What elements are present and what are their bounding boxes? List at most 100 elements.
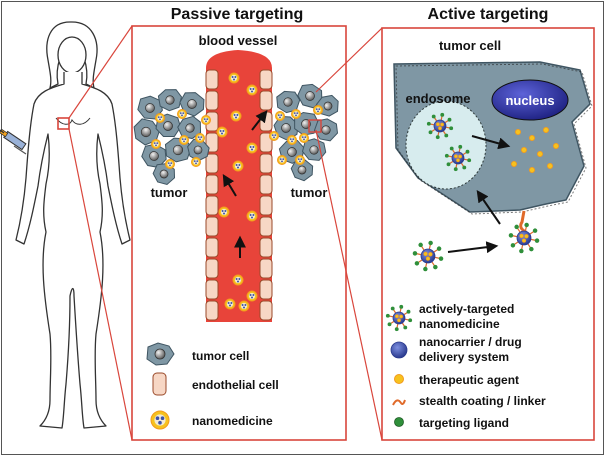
legend-nanomedicine-icon: [150, 410, 170, 430]
nucleus: [491, 79, 569, 121]
active-targeting-heading: Active targeting: [428, 6, 549, 23]
nanomedicine-icon: [228, 72, 240, 84]
nanomedicine-icon: [191, 157, 201, 167]
tumor-cell-icon: [177, 115, 202, 140]
nanomedicine-icon: [291, 109, 301, 119]
nanomedicine-icon: [165, 159, 175, 169]
nanomedicine-icon: [150, 410, 170, 430]
nanomedicine-icon: [155, 113, 165, 123]
circulating-nanomedicines: [216, 72, 258, 312]
legend-stealth: stealth coating / linker: [419, 394, 546, 408]
tumor-cell-icon: [187, 138, 210, 162]
tumor-label-left: tumor: [151, 185, 188, 200]
endosome-nanomedicine: [426, 112, 454, 140]
tumor-cell-icon: [133, 118, 160, 146]
endothelial-cell: [259, 279, 273, 300]
endothelial-cell: [205, 90, 219, 111]
free-nanomedicine: [412, 240, 444, 272]
tumor-cell-icon: [179, 92, 205, 117]
endothelial-cell: [205, 153, 219, 174]
tumor-label-right: tumor: [291, 185, 328, 200]
endothelial-cell: [205, 174, 219, 195]
endothelial-cell: [259, 216, 273, 237]
legend-nanocarrier-line1: nanocarrier / drug: [419, 335, 522, 349]
human-figure: [0, 21, 131, 429]
tumor-cell-icon: [294, 111, 320, 136]
extravasation-arrow-right: [251, 110, 268, 131]
endothelial-cell: [259, 111, 273, 132]
therapeutic-agent: [521, 146, 528, 153]
internalized-nanomedicines: [426, 112, 472, 172]
nanomedicine-icon: [216, 126, 228, 138]
endothelial-cell: [205, 237, 219, 258]
binding-arrow: [447, 241, 499, 254]
nanomedicine-icon: [246, 142, 258, 154]
tumor-cluster-right: [269, 83, 339, 182]
legend-tumor-cell-icon: [146, 342, 175, 366]
legend-endothelial-cell-icon: [152, 372, 167, 396]
endothelial-cell: [259, 195, 273, 216]
legend-therapeutic: therapeutic agent: [419, 373, 519, 387]
nanomedicine-icon: [232, 274, 244, 286]
endothelial-cell: [205, 69, 219, 90]
nanomedicine-icon: [313, 105, 323, 115]
endothelial-cell: [259, 90, 273, 111]
legend-tumor-cell: tumor cell: [192, 349, 249, 363]
endosome-label: endosome: [405, 91, 470, 106]
endothelial-cell: [205, 195, 219, 216]
tumor-cell-icon: [290, 159, 314, 182]
internalization-arrow: [476, 190, 501, 225]
therapeutic-agent: [537, 150, 544, 157]
therapeutic-agent: [529, 134, 536, 141]
legend-actively-targeted-line1: actively-targeted: [419, 302, 514, 316]
endothelial-cell: [259, 174, 273, 195]
tumor-cell-icon: [276, 90, 301, 114]
nanomedicine-icon: [195, 133, 205, 143]
legend-nanocarrier-line2: delivery system: [419, 350, 509, 364]
tumor-cell-label: tumor cell: [439, 38, 501, 53]
nanomedicine-icon: [299, 133, 309, 143]
nanomedicine-icon: [179, 135, 189, 145]
legend-endothelial-cell: endothelial cell: [192, 378, 279, 392]
passive-targeting-heading: Passive targeting: [171, 6, 304, 23]
passive-legend: tumor cell endothelial cell nanomedicine: [146, 342, 279, 430]
nanomedicine-icon: [224, 298, 236, 310]
released-therapeutic-agents: [510, 127, 560, 173]
nanomedicine-icon: [151, 139, 161, 149]
endothelial-cell: [259, 69, 273, 90]
nanomedicine-icon: [238, 300, 250, 312]
nanomedicine-icon: [246, 290, 258, 302]
endothelial-cell: [259, 153, 273, 174]
therapeutic-agent: [547, 162, 554, 169]
nucleus-label: nucleus: [505, 93, 554, 108]
legend-actively-targeted-nanomedicine: [385, 304, 413, 332]
free-actively-targeted-nanomedicine: [412, 240, 444, 272]
nanomedicine-icon: [177, 109, 187, 119]
tumor-cell-icon: [155, 113, 182, 137]
zoom-line-active-bottom: [315, 129, 383, 441]
cell-receptor: [519, 210, 527, 234]
therapeutic-agent: [553, 142, 560, 149]
blood-vessel-label: blood vessel: [199, 33, 278, 48]
nanomedicine-icon: [287, 135, 297, 145]
bound-nanomedicine: [508, 222, 540, 254]
legend-therapeutic-icon: [394, 374, 404, 384]
nanomedicine-icon: [246, 210, 258, 222]
nanomedicine-icon: [246, 84, 258, 96]
tumor-site-marker: [57, 117, 70, 130]
zoom-line-top: [68, 25, 133, 119]
tumor-cell-icon: [157, 89, 183, 112]
endosome-nanomedicine: [444, 144, 472, 172]
nanomedicine-icon: [275, 111, 285, 121]
therapeutic-agent: [529, 166, 536, 173]
endothelial-cell: [205, 216, 219, 237]
extravasation-arrow-left: [222, 173, 237, 197]
therapeutic-agent: [543, 127, 550, 134]
zoom-line-bottom: [68, 128, 133, 441]
bound-actively-targeted-nanomedicine: [508, 222, 540, 254]
nanomedicine-icon: [230, 110, 242, 122]
nanomedicine-icon: [218, 206, 230, 218]
nanomedicine-icon: [295, 155, 305, 165]
